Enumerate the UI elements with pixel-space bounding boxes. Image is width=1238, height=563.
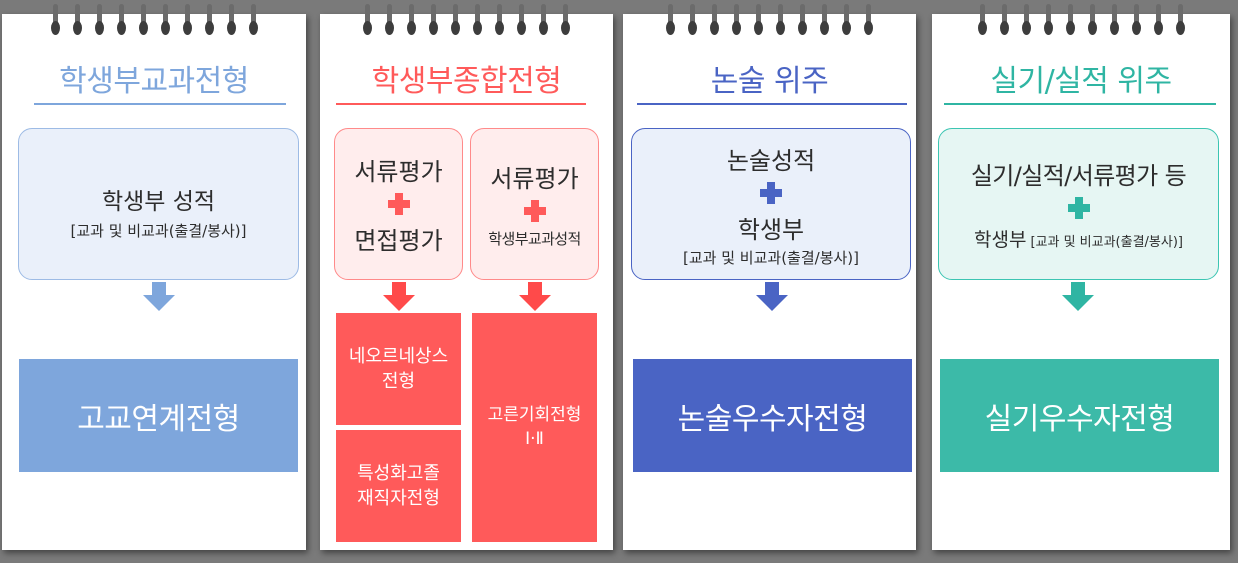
criteria-left-bottom: 면접평가 (354, 227, 443, 255)
criteria-main-row: 학생부 [교과 및 비교과(출결/봉사)] (974, 225, 1183, 252)
down-arrow-icon (143, 282, 175, 312)
criteria-main: 학생부 (974, 229, 1027, 251)
criteria-left-top: 서류평가 (354, 158, 443, 186)
criteria-sub: [교과 및 비교과(출결/봉사)] (70, 221, 247, 240)
card-title: 학생부교과전형 (59, 64, 249, 99)
criteria-box-left: 서류평가 면접평가 (334, 128, 463, 280)
down-arrow-icon (1062, 282, 1094, 312)
result-box: 고교연계전형 (19, 359, 298, 472)
title-underline (944, 103, 1216, 105)
down-arrow-icon (756, 282, 788, 312)
criteria-main: 학생부 성적 (101, 188, 216, 215)
result-box-equal-opportunity: 고른기회전형 Ⅰ·Ⅱ (472, 313, 597, 542)
criteria-right-bottom: 학생부교과성적 (488, 230, 581, 248)
card-title: 실기/실적 위주 (990, 64, 1172, 99)
binder-rings (320, 4, 613, 42)
binder-rings (2, 4, 306, 42)
card-student-record-comprehensive: 학생부종합전형 서류평가 면접평가 서류평가 학생부교과성적 네오르네상스 전형… (320, 4, 613, 550)
result-box-specialized-employee: 특성화고졸 재직자전형 (336, 430, 461, 542)
title-underline (637, 103, 907, 105)
result-box-neo-renaissance: 네오르네상스 전형 (336, 313, 461, 425)
plus-icon (523, 200, 546, 222)
plus-icon (387, 193, 410, 215)
title-underline (34, 103, 286, 105)
card-essay: 논술 위주 논술성적 학생부 [교과 및 비교과(출결/봉사)] 논술우수자전형 (623, 4, 916, 550)
criteria-box-right: 서류평가 학생부교과성적 (470, 128, 599, 280)
card-title: 논술 위주 (710, 64, 829, 99)
plus-icon (760, 181, 782, 204)
plus-icon (1067, 197, 1090, 219)
criteria-box: 실기/실적/서류평가 등 학생부 [교과 및 비교과(출결/봉사)] (938, 128, 1219, 280)
criteria-sub: [교과 및 비교과(출결/봉사)] (1030, 235, 1183, 250)
criteria-top: 논술성적 (726, 146, 816, 175)
criteria-top: 실기/실적/서류평가 등 (970, 162, 1187, 190)
down-arrow-icon (519, 282, 551, 312)
binder-rings (932, 4, 1230, 42)
criteria-right-top: 서류평가 (490, 165, 579, 193)
card-practical: 실기/실적 위주 실기/실적/서류평가 등 학생부 [교과 및 비교과(출결/봉… (932, 4, 1230, 550)
result-box: 논술우수자전형 (633, 359, 912, 472)
criteria-box: 논술성적 학생부 [교과 및 비교과(출결/봉사)] (631, 128, 911, 280)
criteria-box: 학생부 성적 [교과 및 비교과(출결/봉사)] (18, 128, 299, 280)
card-title: 학생부종합전형 (371, 64, 562, 99)
binder-rings (623, 4, 916, 42)
result-box: 실기우수자전형 (940, 359, 1219, 472)
criteria-sub: [교과 및 비교과(출결/봉사)] (683, 248, 859, 267)
card-student-record-subject: 학생부교과전형 학생부 성적 [교과 및 비교과(출결/봉사)] 고교연계전형 (2, 4, 306, 550)
down-arrow-icon (383, 282, 415, 312)
title-underline (336, 103, 586, 105)
criteria-main: 학생부 (737, 215, 805, 244)
